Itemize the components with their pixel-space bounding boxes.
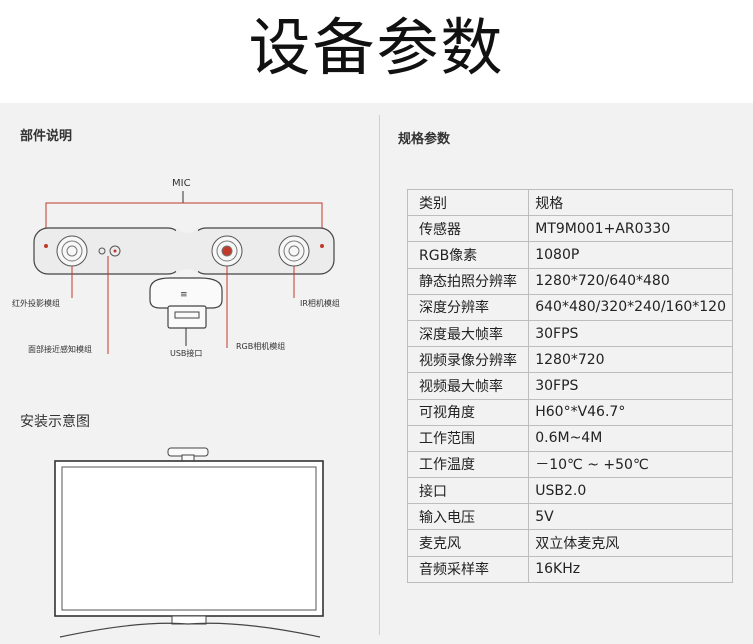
spec-heading: 规格参数 — [398, 132, 451, 147]
spec-key: 视频录像分辨率 — [406, 346, 530, 374]
install-heading: 安装示意图 — [20, 414, 90, 430]
spec-key: 深度最大帧率 — [406, 319, 530, 348]
spec-key: 类别 — [406, 188, 530, 217]
spec-value: 双立体麦克风 — [528, 529, 733, 557]
spec-key: 接口 — [406, 477, 530, 505]
spec-key: 静态拍照分辨率 — [406, 267, 530, 295]
usb-port-label: USB接口 — [170, 348, 202, 358]
spec-key: 深度分辨率 — [406, 293, 530, 321]
ir-projector-label: 红外投影模组 — [12, 298, 60, 308]
column-divider — [379, 115, 380, 635]
spec-key: 音频采样率 — [406, 555, 530, 583]
spec-value: H60°*V46.7° — [528, 398, 733, 426]
spec-key: 视频最大帧率 — [406, 372, 530, 400]
rgb-camera-label: RGB相机模组 — [236, 341, 285, 351]
spec-value: 规格 — [528, 188, 733, 217]
spec-value: 0.6M~4M — [528, 424, 733, 452]
spec-value: 1080P — [528, 241, 733, 269]
spec-key: RGB像素 — [406, 241, 530, 269]
spec-value: 5V — [528, 503, 733, 531]
spec-row: 类别规格 — [406, 188, 733, 217]
proximity-sensor-label: 面部接近感知模组 — [28, 344, 92, 354]
spec-value: －10℃ ~ +50℃ — [528, 450, 733, 479]
mic-leader-line — [45, 202, 323, 246]
ir-camera-label: IR相机模组 — [300, 298, 340, 308]
device-diagram: MIC ≡ 红外投影模组 IR相机模组 面部接近感知模组 USB — [12, 178, 340, 638]
spec-value: 1280*720 — [528, 346, 733, 374]
svg-text:≡: ≡ — [180, 290, 188, 300]
spec-key: 可视角度 — [406, 398, 530, 426]
spec-key: 输入电压 — [406, 503, 530, 531]
mic-label: MIC — [172, 178, 191, 189]
parts-heading: 部件说明 — [20, 129, 73, 144]
spec-value: 16KHz — [528, 555, 733, 583]
spec-key: 麦克风 — [406, 529, 530, 557]
spec-key: 工作温度 — [406, 450, 530, 479]
spec-value: MT9M001+AR0330 — [528, 215, 733, 243]
spec-value: 30FPS — [528, 372, 733, 400]
page-title: 设备参数 — [248, 11, 505, 84]
spec-value: 1280*720/640*480 — [528, 267, 733, 295]
spec-key: 传感器 — [406, 215, 530, 243]
spec-value: 30FPS — [528, 319, 733, 348]
spec-value: 640*480/320*240/160*120 — [528, 293, 733, 321]
tv-illustration — [54, 447, 324, 638]
spec-row: 麦克风双立体麦克风 — [406, 529, 733, 557]
spec-key: 工作范围 — [406, 424, 530, 452]
camera-module: ≡ — [33, 227, 335, 329]
spec-value: USB2.0 — [528, 477, 733, 505]
spec-row: 工作温度－10℃ ~ +50℃ — [406, 450, 733, 479]
